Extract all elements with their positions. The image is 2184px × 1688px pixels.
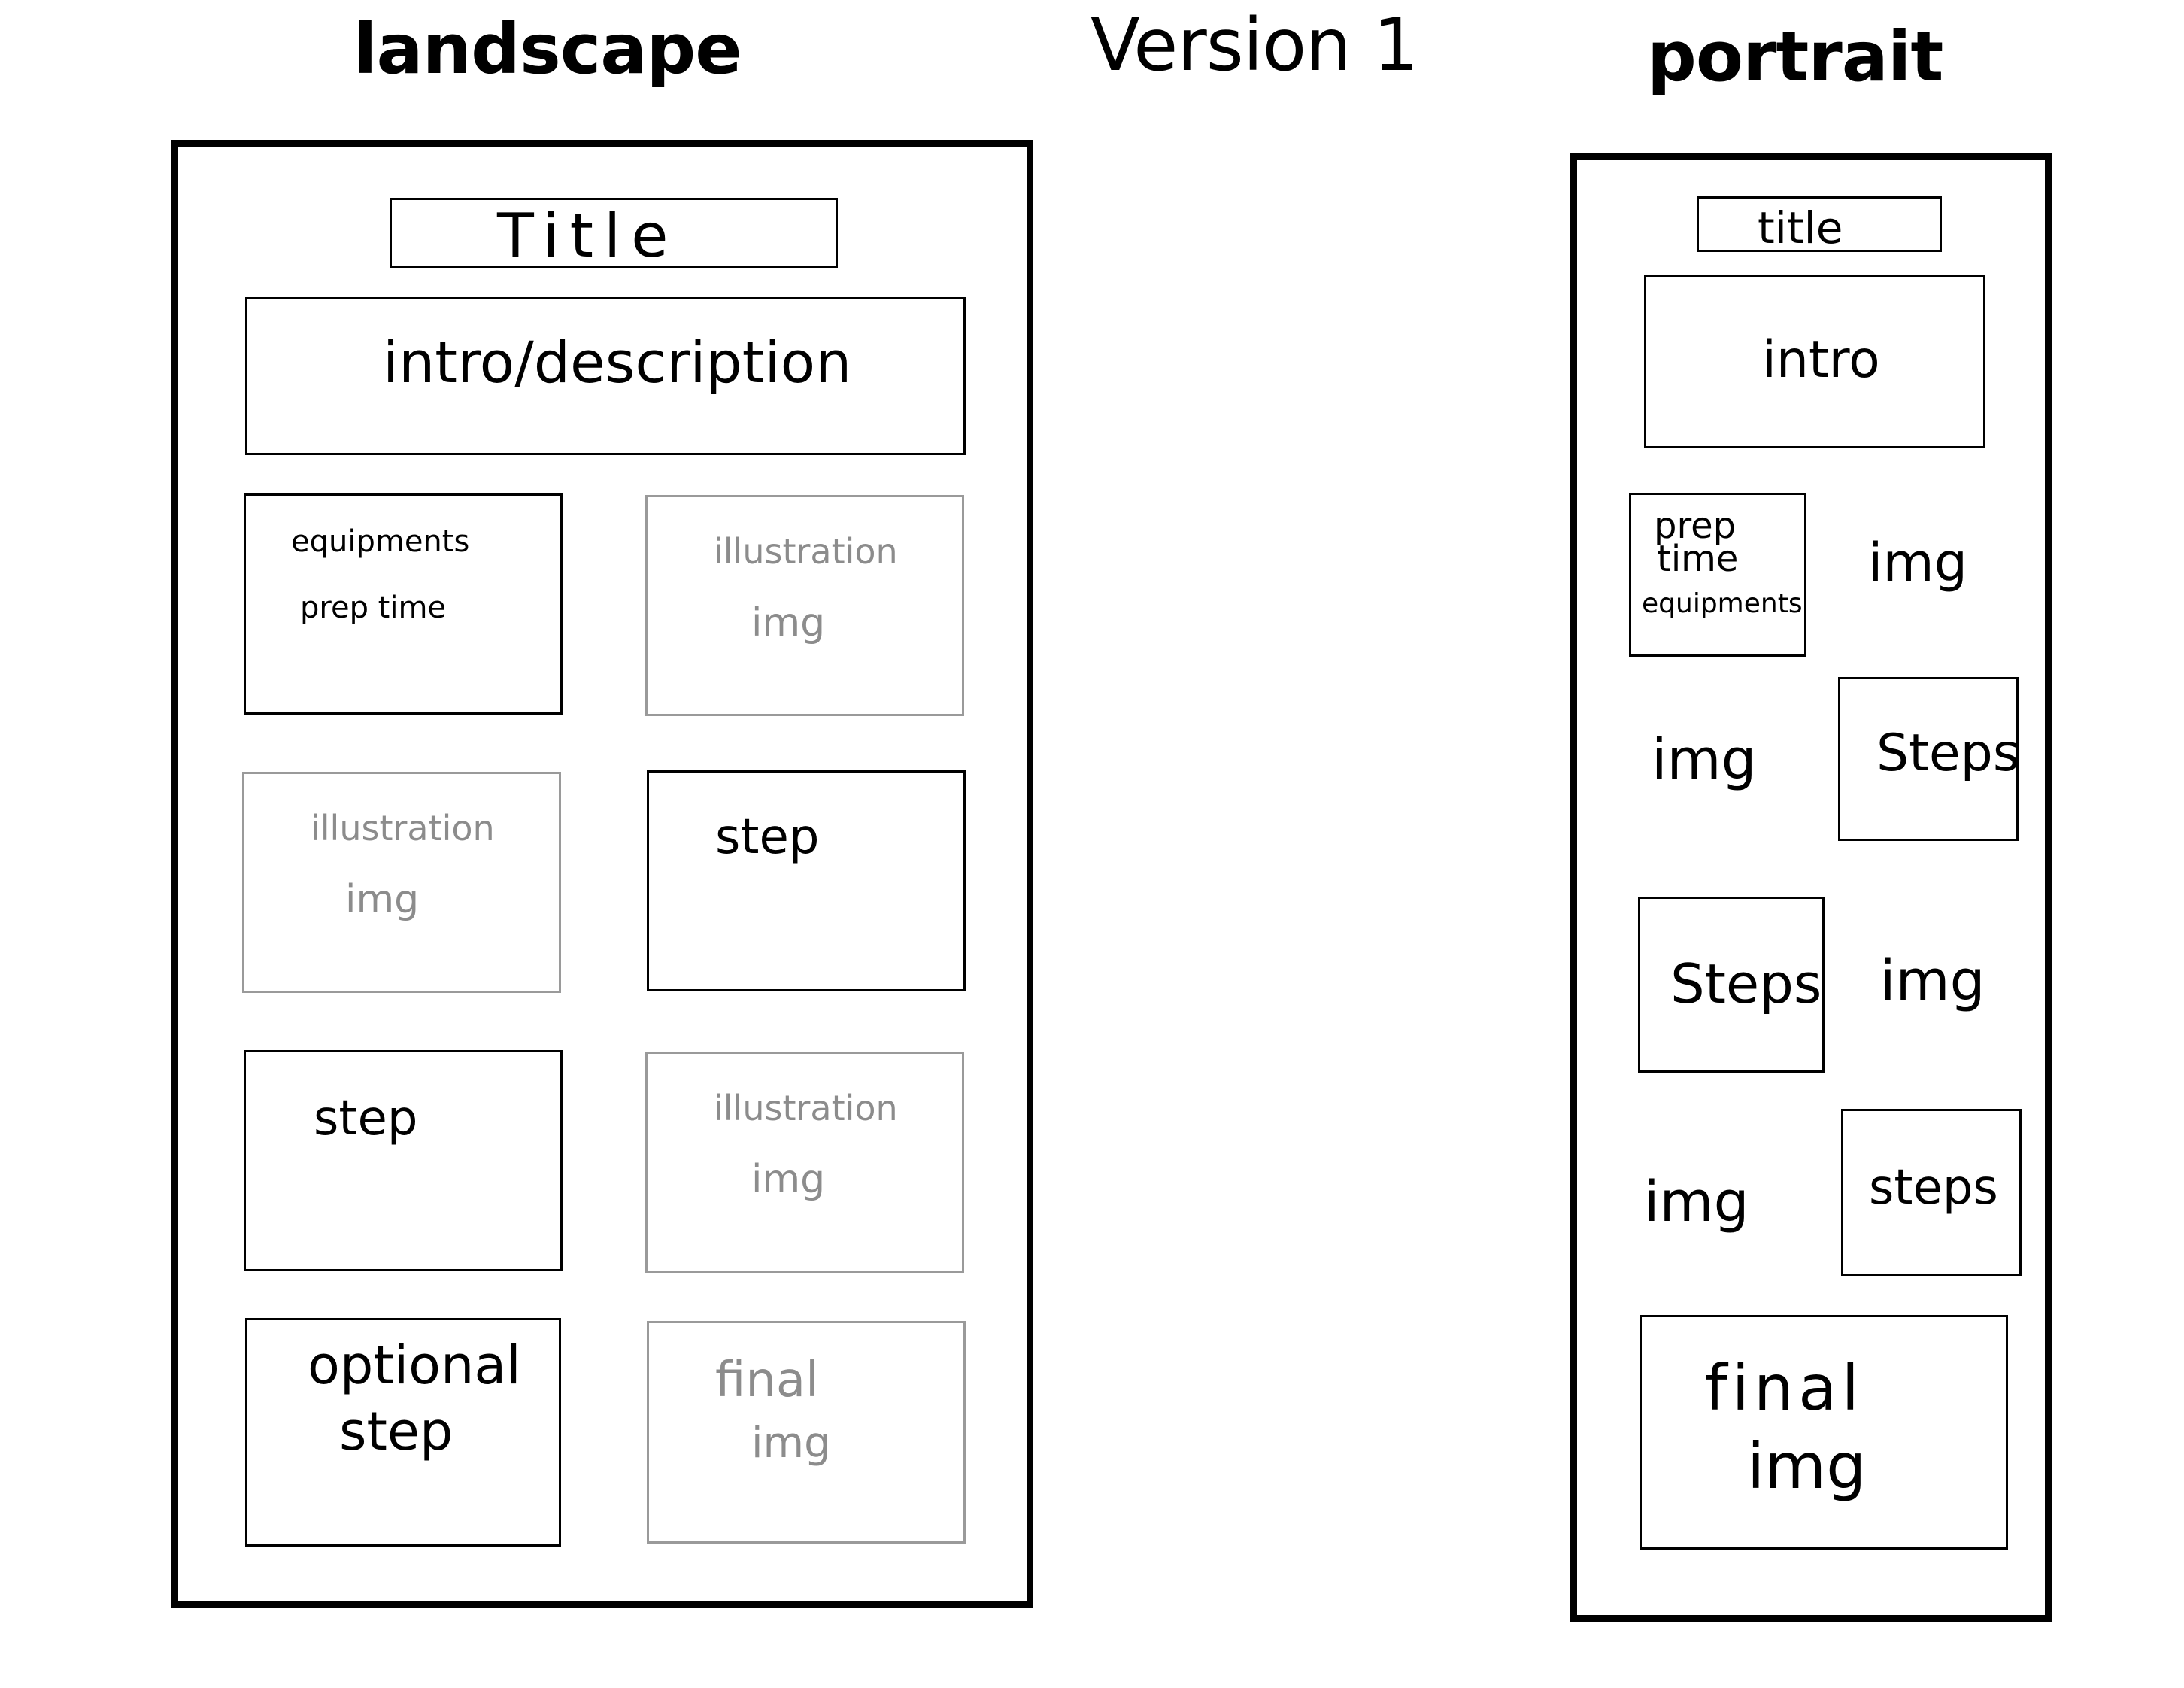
landscape-equipments-box: equipments prep time bbox=[244, 493, 563, 715]
illustration-img-label-2: img bbox=[345, 877, 420, 922]
portrait-final-label: final bbox=[1705, 1351, 1864, 1425]
landscape-step-box-2: step bbox=[244, 1050, 563, 1271]
optional-label: optional bbox=[308, 1334, 521, 1396]
portrait-time-label: time bbox=[1657, 538, 1739, 580]
illustration-img-label-3: img bbox=[751, 1157, 826, 1202]
portrait-title-box: title bbox=[1697, 196, 1942, 254]
illustration-label-1: illustration bbox=[714, 531, 898, 572]
illustration-label-3: illustration bbox=[714, 1088, 898, 1128]
portrait-steps-label-2: Steps bbox=[1670, 952, 1822, 1016]
landscape-illustration-box-3: illustration img bbox=[645, 1052, 964, 1273]
landscape-frame bbox=[171, 140, 1033, 1608]
equipments-label: equipments bbox=[291, 524, 470, 559]
landscape-title-label: Title bbox=[497, 201, 679, 271]
landscape-optional-step-box: optional step bbox=[245, 1318, 561, 1547]
landscape-final-img-box: final img bbox=[647, 1321, 966, 1544]
landscape-intro-box: intro/description bbox=[245, 297, 966, 455]
portrait-prep-box: prep time equipments bbox=[1629, 493, 1806, 657]
portrait-steps-box-2: Steps bbox=[1638, 897, 1825, 1073]
illustration-img-label-1: img bbox=[751, 600, 826, 645]
landscape-heading: landscape bbox=[353, 9, 742, 90]
portrait-equipments-label: equipments bbox=[1642, 588, 1803, 619]
portrait-img-label-3: img bbox=[1880, 949, 1985, 1013]
landscape-illustration-box-2: illustration img bbox=[242, 772, 561, 993]
portrait-title-label: title bbox=[1758, 202, 1843, 254]
portrait-frame bbox=[1570, 153, 2052, 1622]
portrait-heading: portrait bbox=[1647, 17, 1943, 97]
final-img-label: img bbox=[751, 1419, 831, 1468]
portrait-intro-label: intro bbox=[1762, 330, 1880, 390]
portrait-img-label-2: img bbox=[1652, 727, 1757, 792]
portrait-img-label-1: img bbox=[1868, 532, 1968, 594]
portrait-final-img-label: img bbox=[1747, 1429, 1867, 1503]
prep-time-label: prep time bbox=[300, 590, 447, 625]
illustration-label-2: illustration bbox=[311, 808, 495, 849]
portrait-steps-box-3: steps bbox=[1841, 1109, 2022, 1276]
version-heading: Version 1 bbox=[1090, 3, 1419, 87]
portrait-steps-box-1: Steps bbox=[1838, 677, 2019, 841]
portrait-img-label-4: img bbox=[1644, 1170, 1749, 1234]
landscape-title-box: Title bbox=[390, 198, 838, 271]
portrait-steps-label-1: Steps bbox=[1876, 724, 2020, 783]
optional-step-label: step bbox=[339, 1401, 453, 1462]
landscape-intro-label: intro/description bbox=[383, 329, 852, 396]
portrait-final-img-box: final img bbox=[1640, 1315, 2008, 1550]
portrait-prep-label: prep bbox=[1654, 505, 1737, 547]
portrait-steps-label-3: steps bbox=[1869, 1160, 1998, 1216]
landscape-illustration-box-1: illustration img bbox=[645, 495, 964, 716]
landscape-step-box-1: step bbox=[647, 770, 966, 991]
step-label-1: step bbox=[715, 809, 820, 865]
final-label: final bbox=[715, 1353, 819, 1408]
step-label-2: step bbox=[314, 1091, 418, 1146]
portrait-intro-box: intro bbox=[1644, 275, 1985, 448]
